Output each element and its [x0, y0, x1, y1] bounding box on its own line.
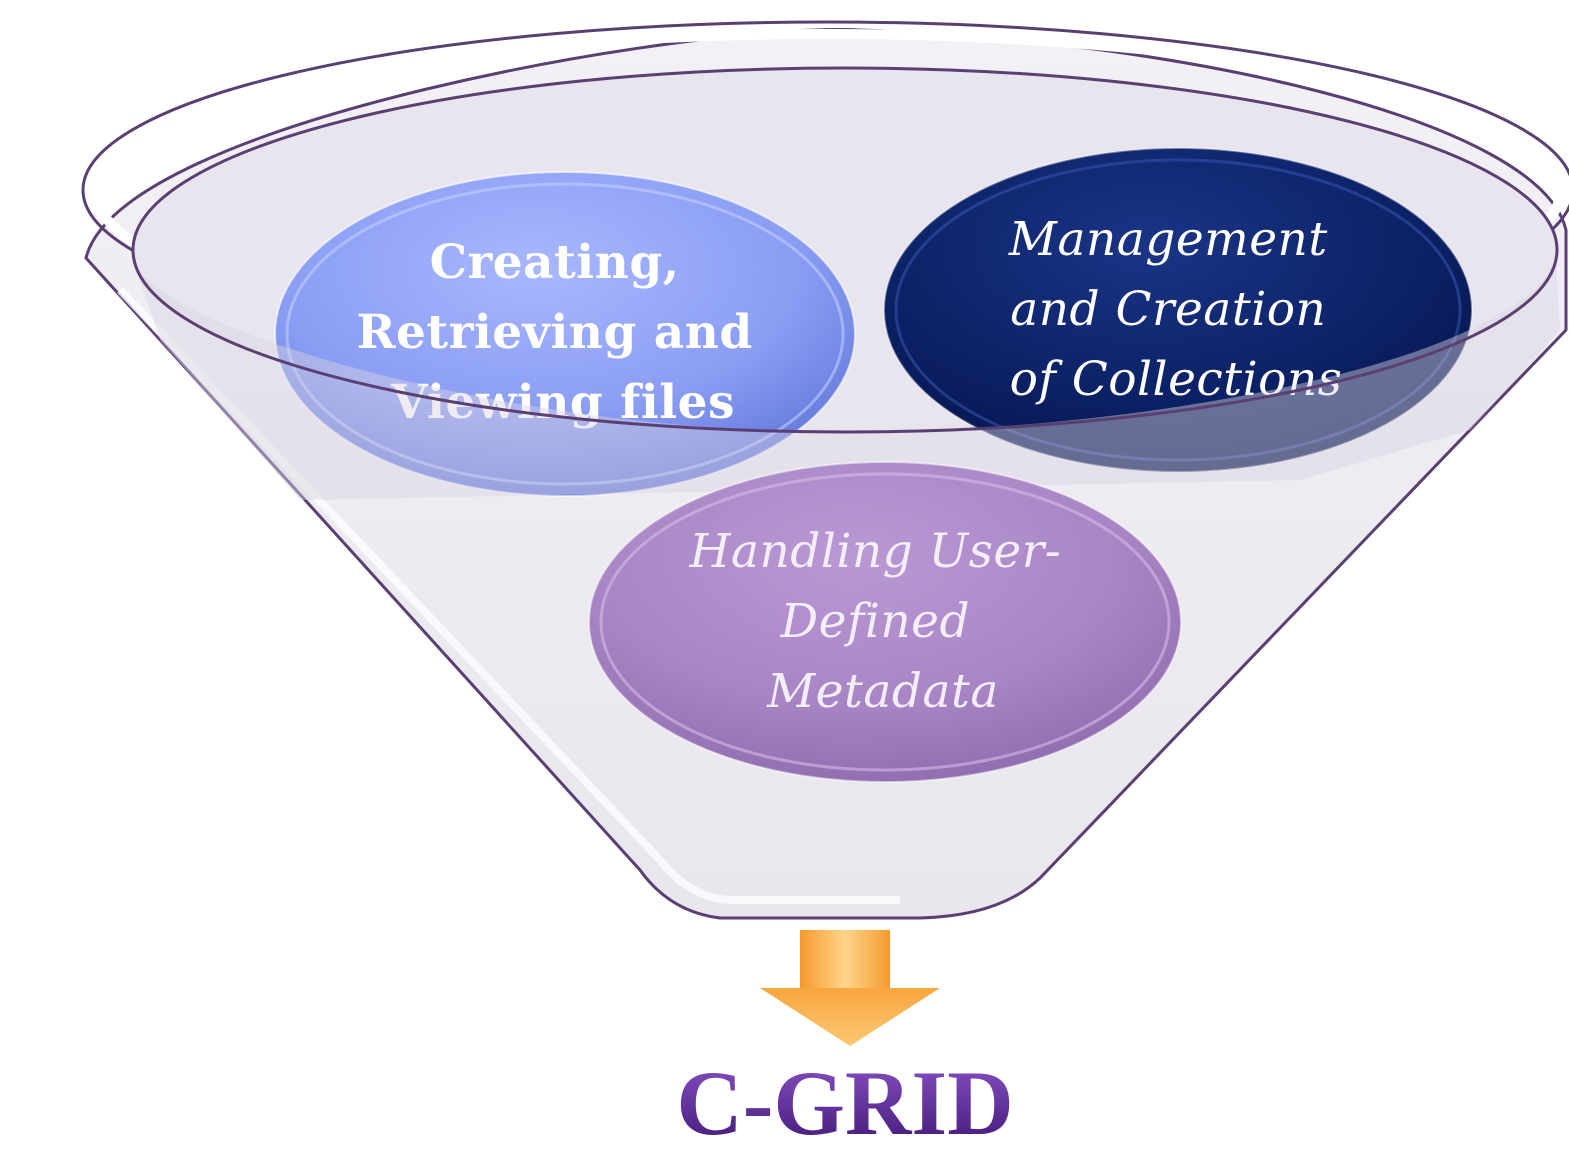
metadata-label-line-2: Defined	[779, 594, 970, 649]
files-label-line-1: Creating,	[430, 235, 680, 290]
collections-label-line-2: and Creation	[1010, 282, 1326, 337]
metadata-label: Handling User- Defined Metadata	[688, 524, 1076, 719]
bubble-files	[274, 171, 856, 497]
bubble-collections	[883, 147, 1473, 473]
bubble-metadata-rim-highlight	[599, 472, 1171, 772]
bubble-collections-rim-highlight	[894, 158, 1462, 462]
collections-label: Management and Creation of Collections	[1008, 212, 1343, 407]
bubble-files-rim-highlight	[285, 182, 845, 486]
metadata-label-line-3: Metadata	[766, 664, 999, 719]
result-label: C-GRID	[676, 1052, 1013, 1150]
files-label-line-2: Retrieving and	[356, 305, 752, 360]
funnel-rim-inner	[131, 66, 1559, 434]
bubble-metadata	[588, 461, 1182, 783]
funnel-rim-front	[133, 258, 1560, 500]
funnel-highlight	[117, 287, 900, 904]
metadata-label-line-1: Handling User-	[688, 524, 1061, 579]
files-label: Creating, Retrieving and Viewing files	[356, 235, 769, 430]
down-arrow-icon	[760, 930, 940, 1046]
collections-label-line-3: of Collections	[1010, 352, 1343, 407]
collections-label-line-1: Management	[1008, 212, 1328, 267]
